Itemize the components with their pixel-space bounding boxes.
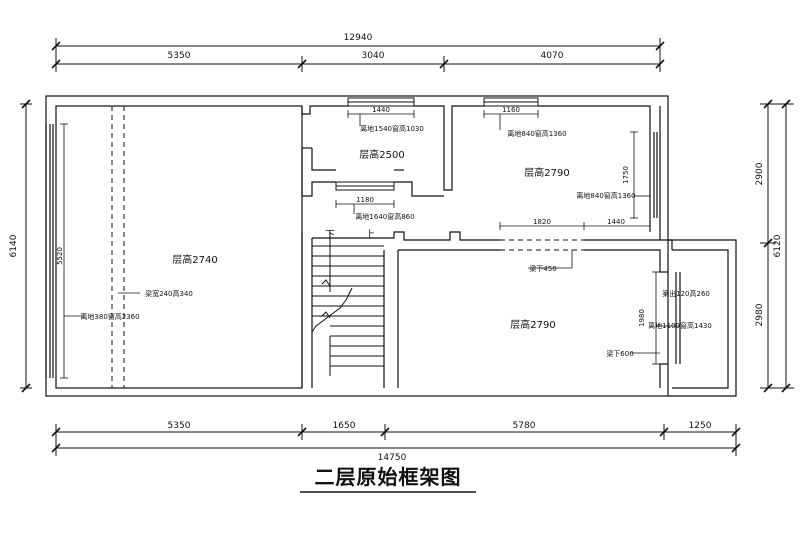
left-window-note: 离地380窗高2360: [80, 312, 139, 321]
right-window-height: 1980: [638, 309, 646, 327]
top-dim-2: 3040: [362, 51, 385, 61]
left-room-outline: [55, 105, 303, 389]
window-top-right-note: 离地840窗高1360: [507, 129, 566, 138]
staircase: [311, 232, 384, 376]
left-total-dim: 6140: [9, 234, 19, 257]
bottom-total-dim: 14750: [378, 453, 407, 463]
bottom-dim-3: 5780: [513, 421, 536, 431]
left-room-depth: 5520: [56, 247, 64, 265]
top-total-dim: 12940: [344, 33, 373, 43]
beam-240-note: 梁宽240高340: [145, 289, 193, 298]
beam-span-b: 1440: [607, 218, 625, 226]
room-label-middle: 层高2500: [359, 148, 404, 161]
right-dim-1: 2900: [755, 162, 765, 185]
window-inner-width: 1180: [356, 196, 374, 204]
top-dim-3: 4070: [541, 51, 564, 61]
window-top-right-width: 1160: [502, 106, 520, 114]
beam-span-a: 1820: [533, 218, 551, 226]
upper-right-window-height: 1750: [622, 166, 630, 184]
right-window-note: 离地1100窗高1430: [648, 321, 712, 330]
drawing-title: 二层原始框架图: [315, 465, 462, 489]
stair-down-label: 下: [325, 230, 335, 241]
window-top-mid-note: 离地1540窗高1030: [360, 124, 424, 133]
room-label-lower-right: 层高2790: [510, 318, 555, 331]
bottom-dim-2: 1650: [333, 421, 356, 431]
bottom-dim-4: 1250: [689, 421, 712, 431]
right-total-dim: 6120: [773, 234, 783, 257]
top-dim-1: 5350: [168, 51, 191, 61]
top-mid-wall: [301, 105, 348, 115]
room-label-upper-right: 层高2790: [524, 166, 569, 179]
beam-120-note: 梁出120高260: [662, 289, 710, 298]
bottom-dim-1: 5350: [168, 421, 191, 431]
upper-right-window-note: 离地840窗高1360: [576, 191, 635, 200]
right-dim-2: 2980: [755, 303, 765, 326]
beam-450-note: 梁下450: [529, 264, 556, 273]
room-label-big-left: 层高2740: [172, 253, 217, 266]
window-inner-note: 离地1640窗高860: [355, 212, 414, 221]
stair-up-label: 上: [365, 229, 375, 241]
window-top-mid-width: 1440: [372, 106, 390, 114]
beam-600-note: 梁下600: [606, 349, 633, 358]
